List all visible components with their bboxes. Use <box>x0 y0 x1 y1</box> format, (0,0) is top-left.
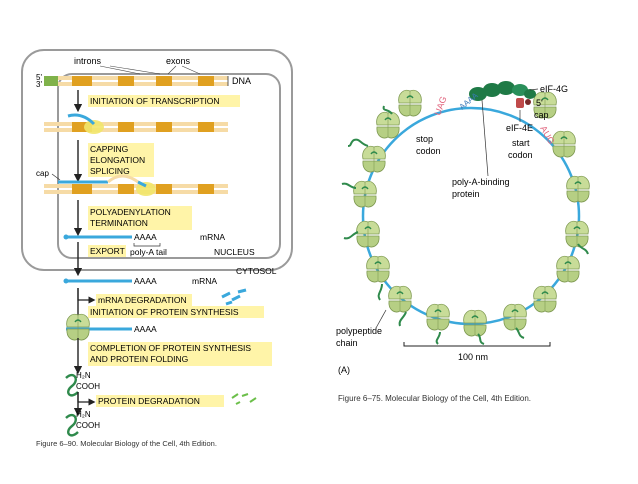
step-capping: CAPPING <box>90 144 128 154</box>
label-aaaa-1: AAAA <box>134 232 157 242</box>
dna-three-prime: 3' <box>36 80 42 89</box>
step-export: EXPORT <box>90 246 125 256</box>
step-polyadenylation: POLYADENYLATION <box>90 207 171 217</box>
label-pab-1: poly-A-binding <box>452 177 510 187</box>
protein-fragments <box>231 393 257 405</box>
caption-left: Figure 6–90. Molecular Biology of the Ce… <box>36 439 217 448</box>
step-protein-degradation: PROTEIN DEGRADATION <box>98 396 200 406</box>
folded-protein-1 <box>65 373 79 397</box>
step-completion-1: COMPLETION OF PROTEIN SYNTHESIS <box>90 343 251 353</box>
folded-protein-2 <box>65 413 79 437</box>
label-poly-a-tail: poly-A tail <box>130 247 167 257</box>
nascent-chains <box>341 105 589 345</box>
initiation-complex <box>469 81 536 108</box>
ribosome <box>502 303 528 331</box>
label-cap: cap <box>36 169 49 178</box>
ribosome-left <box>65 313 91 341</box>
label-cooh-2: COOH <box>76 421 100 430</box>
step-splicing: SPLICING <box>90 166 130 176</box>
ribosome <box>532 285 558 313</box>
label-aaaa-3: AAAA <box>134 324 157 334</box>
dna-double-strand <box>44 76 228 86</box>
ribosome <box>551 130 577 158</box>
label-introns: introns <box>74 56 102 66</box>
label-polypeptide-1: polypeptide <box>336 326 382 336</box>
dna-five-prime: 5' <box>36 73 42 82</box>
label-stop-2: codon <box>416 146 441 156</box>
label-scale: 100 nm <box>458 352 488 362</box>
ribosome <box>365 255 391 283</box>
ribosome <box>352 180 378 208</box>
label-cap-right: cap <box>534 110 549 120</box>
cell-outline <box>21 49 293 271</box>
label-stop-1: stop <box>416 134 433 144</box>
step-initiation-protein: INITIATION OF PROTEIN SYNTHESIS <box>90 307 239 317</box>
dna-transcription-1 <box>44 113 228 134</box>
label-cooh-1: COOH <box>76 382 100 391</box>
label-five-prime: 5' <box>536 98 543 108</box>
label-nucleus: NUCLEUS <box>214 247 255 257</box>
mrna-fragments <box>221 288 247 306</box>
step-mrna-degradation: mRNA DEGRADATION <box>98 295 187 305</box>
label-polypeptide-2: chain <box>336 338 358 348</box>
caption-right: Figure 6–75. Molecular Biology of the Ce… <box>338 394 531 403</box>
ribosome <box>462 309 488 337</box>
codon-uag: UAG <box>432 95 448 117</box>
label-pab-2: protein <box>452 189 480 199</box>
ribosome <box>425 303 451 331</box>
ribosome <box>555 255 581 283</box>
label-start-2: codon <box>508 150 533 160</box>
label-h2n-2: H₂N <box>76 410 91 419</box>
ribosome <box>564 220 590 248</box>
ribosome <box>375 111 401 139</box>
ribosome-ring <box>352 89 591 337</box>
ribosome <box>397 89 423 117</box>
label-eif-4e: eIF-4E <box>506 123 533 133</box>
step-elongation: ELONGATION <box>90 155 145 165</box>
circular-mrna <box>361 106 581 326</box>
label-cytosol: CYTOSOL <box>236 266 277 276</box>
dna-transcription-2 <box>44 174 228 196</box>
panel-label: (A) <box>338 365 350 375</box>
step-termination: TERMINATION <box>90 218 148 228</box>
ribosome <box>387 285 413 313</box>
label-eif-4g: eIF-4G <box>540 84 568 94</box>
ribosome <box>565 175 591 203</box>
nucleus-outline <box>57 73 281 259</box>
label-start-1: start <box>512 138 530 148</box>
label-dna: DNA <box>232 76 251 86</box>
ribosome <box>355 220 381 248</box>
label-aaaa-2: AAAA <box>134 276 157 286</box>
scale-bar <box>403 342 551 347</box>
label-h2n-1: H₂N <box>76 371 91 380</box>
label-mrna-1: mRNA <box>200 232 225 242</box>
step-completion-2: AND PROTEIN FOLDING <box>90 354 188 364</box>
step-initiation-transcription: INITIATION OF TRANSCRIPTION <box>90 96 220 106</box>
label-exons: exons <box>166 56 191 66</box>
label-mrna-2: mRNA <box>192 276 217 286</box>
ribosome <box>361 145 387 173</box>
